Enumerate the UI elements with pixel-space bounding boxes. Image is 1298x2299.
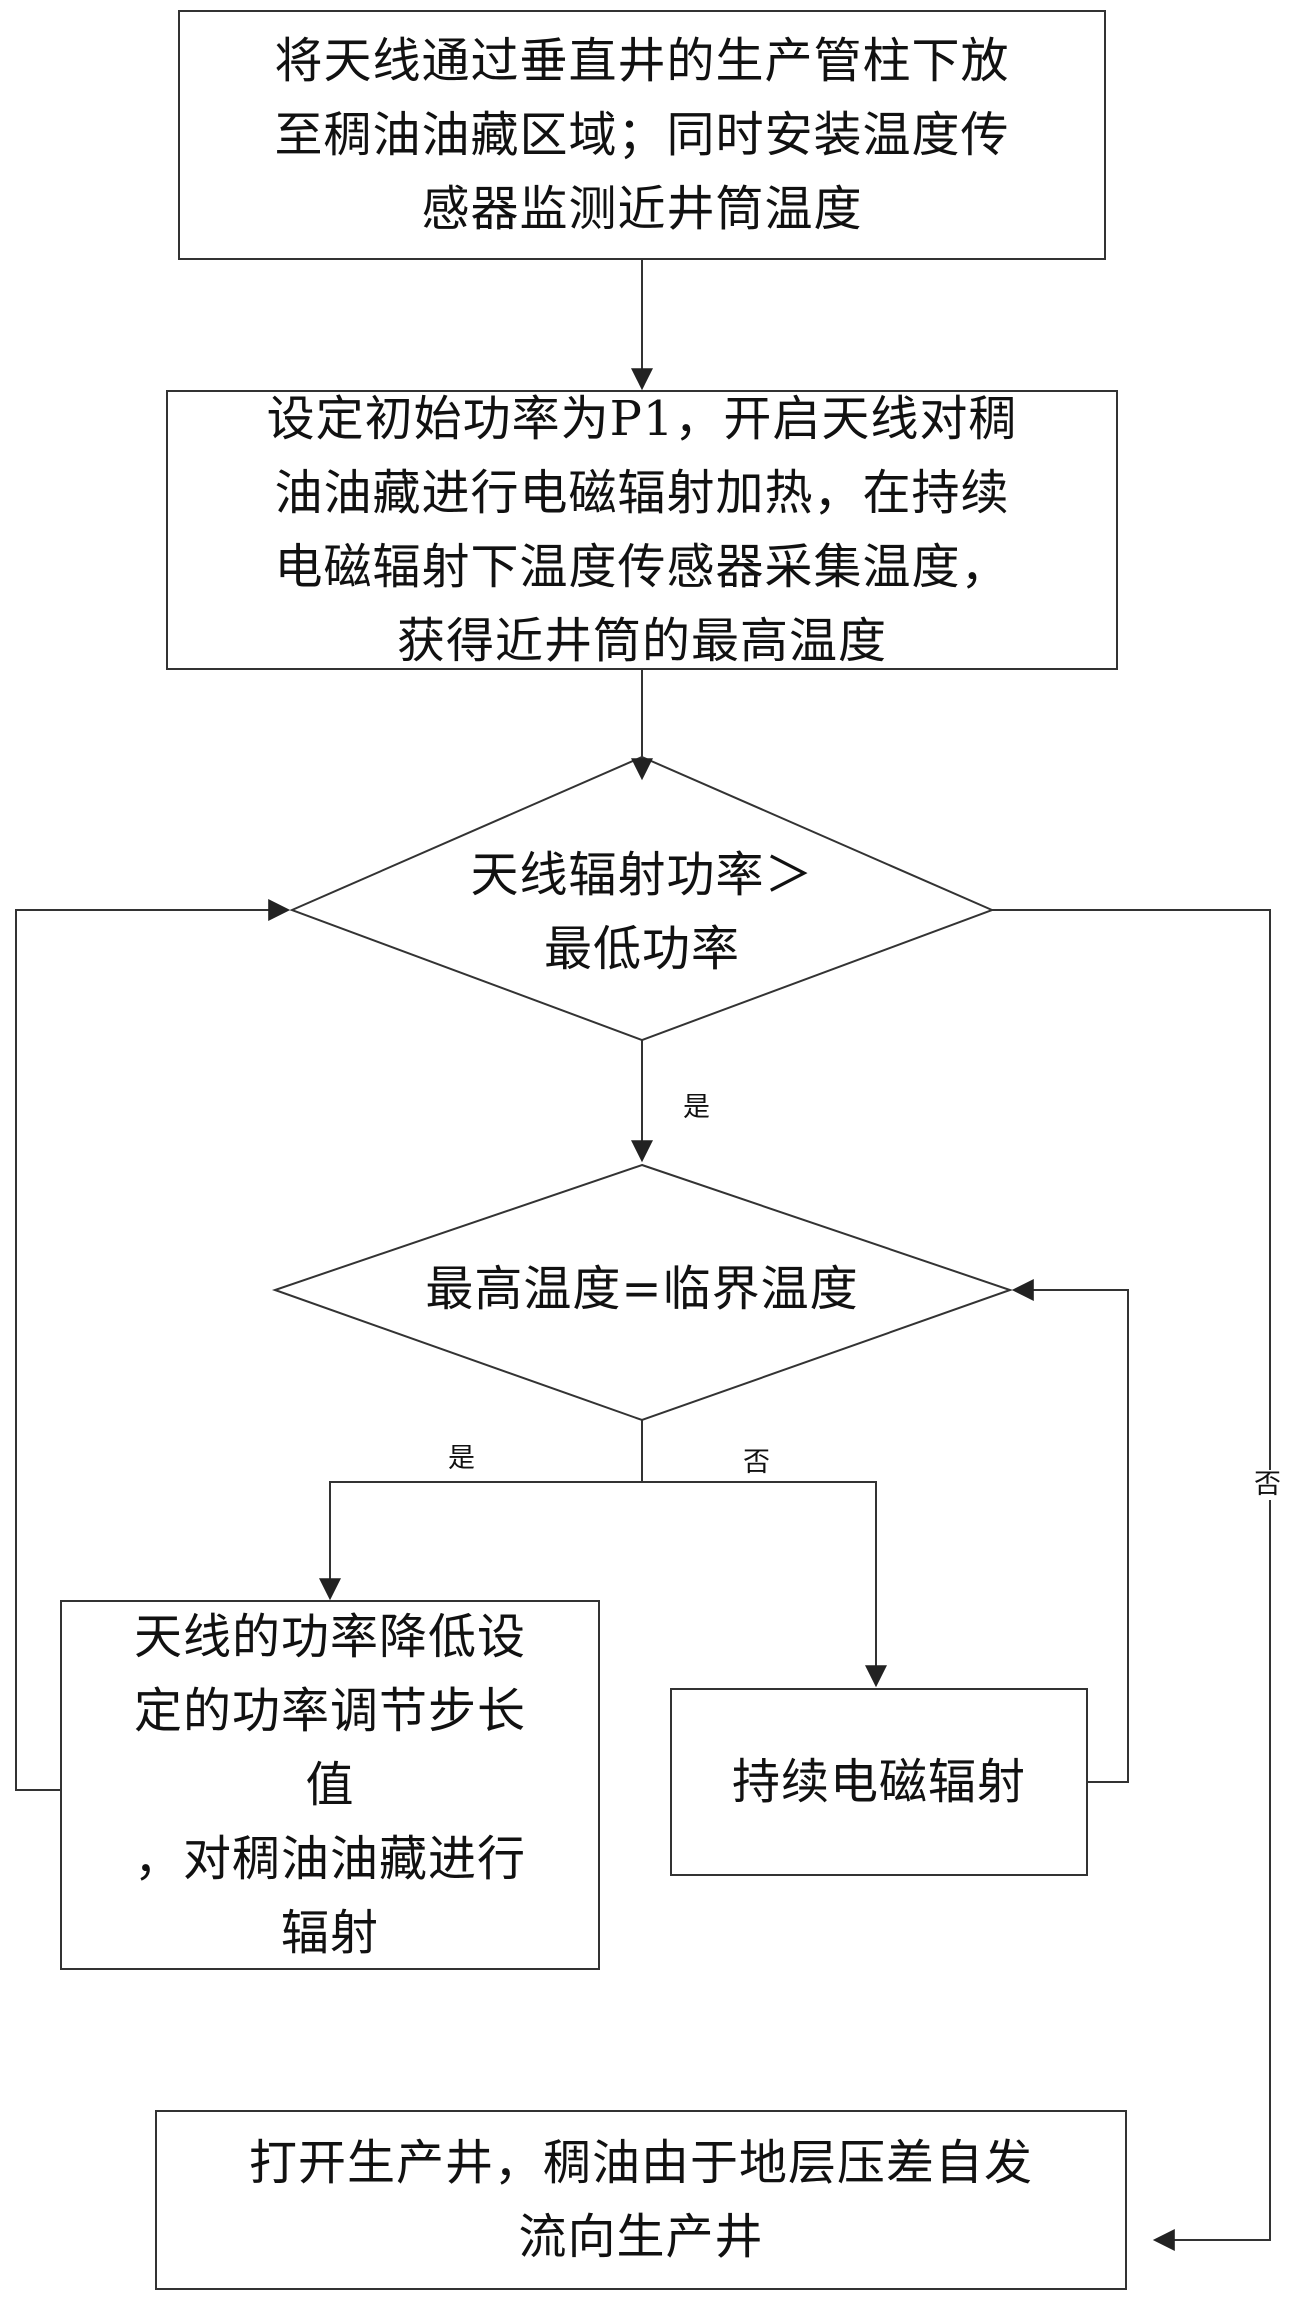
step-box-continue-radiation: 持续电磁辐射 [670,1688,1088,1876]
arrow-s3-d1 [15,899,291,1791]
step-text-set-power: 设定初始功率为P1，开启天线对稠 油油藏进行电磁辐射加热，在持续 电磁辐射下温度… [266,391,1018,669]
label-yes-power: 是 [683,1092,710,1123]
arrow-s4-d2 [1011,1279,1129,1783]
decision-text-temperature: 最高温度=临界温度 [425,1261,859,1317]
label-yes-temperature: 是 [448,1443,475,1474]
decision-text-power: 天线辐射功率＞ 最低功率 [470,847,814,977]
arrow-d1-s5 [992,909,1271,2251]
arrow-d2-s3 [319,1420,643,1601]
step-box-set-power: 设定初始功率为P1，开启天线对稠 油油藏进行电磁辐射加热，在持续 电磁辐射下温度… [166,390,1118,670]
step-box-open-production-well: 打开生产井，稠油由于地层压差自发 流向生产井 [155,2110,1127,2290]
step-text-open-production-well: 打开生产井，稠油由于地层压差自发 流向生产井 [248,2135,1033,2265]
step-text-continue-radiation: 持续电磁辐射 [731,1754,1026,1810]
step-text-lower-antenna: 将天线通过垂直井的生产管柱下放 至稠油油藏区域；同时安装温度传 感器监测近井筒温… [274,33,1010,237]
step-text-reduce-power: 天线的功率降低设 定的功率调节步长 值 ，对稠油油藏进行 辐射 [133,1609,526,1961]
step-box-lower-antenna: 将天线通过垂直井的生产管柱下放 至稠油油藏区域；同时安装温度传 感器监测近井筒温… [178,10,1106,260]
step-box-reduce-power: 天线的功率降低设 定的功率调节步长 值 ，对稠油油藏进行 辐射 [60,1600,600,1970]
arrow-d2-s4 [642,1481,887,1688]
label-no-power: 否 [1253,1469,1282,1500]
label-no-temperature: 否 [743,1447,770,1478]
